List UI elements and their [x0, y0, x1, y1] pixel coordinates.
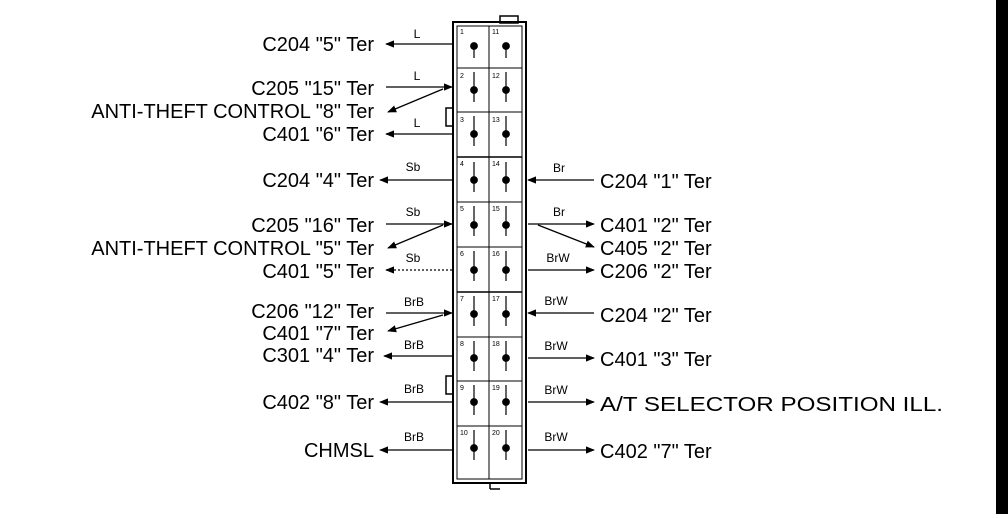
pin-dot [470, 444, 478, 452]
pin-number: 14 [492, 161, 500, 168]
terminal-label: C402 "8" Ter [262, 392, 374, 414]
pin-number: 2 [460, 73, 464, 80]
pin-number: 18 [492, 341, 500, 348]
pin-dot [470, 86, 478, 94]
wire-color-code: Sb [406, 205, 421, 219]
wire-color-code: BrB [404, 295, 424, 309]
terminal-label: C206 "12" Ter [251, 301, 374, 323]
wire [537, 224, 595, 248]
pin-dot [502, 221, 510, 229]
wire-color-code: BrW [544, 294, 568, 308]
wire-color-code: L [414, 69, 421, 83]
pin-dot [470, 221, 478, 229]
pin-dot [470, 310, 478, 318]
wire-color-code: BrB [404, 338, 424, 352]
wire-color-code: Br [553, 205, 565, 219]
terminal-label: C204 "4" Ter [262, 170, 374, 192]
pin-number: 10 [460, 430, 468, 437]
pin-number: 12 [492, 73, 500, 80]
pin-number: 15 [492, 206, 500, 213]
terminal-label: C301 "4" Ter [262, 345, 374, 367]
wire-color-code: BrB [404, 430, 424, 444]
connector [445, 15, 527, 490]
pin-number: 8 [460, 341, 464, 348]
pin-dot [470, 176, 478, 184]
pin-dot [470, 398, 478, 406]
wire-color-code: L [414, 27, 421, 41]
terminal-label: C401 "3" Ter [600, 349, 712, 371]
pin-number: 20 [492, 430, 500, 437]
pin-dot [502, 86, 510, 94]
pin-dot [502, 42, 510, 50]
terminal-label: A/T SELECTOR POSITION ILL. [600, 394, 943, 416]
pin-dot [470, 266, 478, 274]
wire [387, 224, 444, 249]
wire-color-code: BrW [544, 430, 568, 444]
terminal-label: C204 "2" Ter [600, 305, 712, 327]
pin-number: 16 [492, 251, 500, 258]
pin-number: 1 [460, 29, 464, 36]
wire-color-code: BrB [404, 382, 424, 396]
terminal-label: C204 "5" Ter [262, 34, 374, 56]
pin-dot [502, 354, 510, 362]
terminal-label: ANTI-THEFT CONTROL "5" Ter [91, 238, 374, 260]
terminal-label: C401 "7" Ter [262, 323, 374, 345]
terminal-label: C204 "1" Ter [600, 171, 712, 193]
wire [387, 88, 444, 113]
wire [387, 314, 444, 333]
wire-color-code: BrW [544, 383, 568, 397]
wire-color-code: Sb [406, 160, 421, 174]
pin-number: 7 [460, 296, 464, 303]
wire-color-code: BrW [544, 339, 568, 353]
pin-dot [502, 266, 510, 274]
pin-number: 9 [460, 385, 464, 392]
pin-number: 6 [460, 251, 464, 258]
terminal-label: ANTI-THEFT CONTROL "8" Ter [91, 101, 374, 123]
pin-number: 5 [460, 206, 464, 213]
terminal-label: C401 "2" Ter [600, 215, 712, 237]
pin-dot [502, 398, 510, 406]
wire-color-code: Br [553, 161, 565, 175]
pin-dot [470, 354, 478, 362]
pin-number: 19 [492, 385, 500, 392]
terminal-label: C206 "2" Ter [600, 261, 712, 283]
terminal-label: C401 "5" Ter [262, 261, 374, 283]
terminal-label: CHMSL [304, 440, 374, 462]
pin-dot [502, 310, 510, 318]
pin-number: 13 [492, 117, 500, 124]
pin-number: 3 [460, 117, 464, 124]
pin-number: 4 [460, 161, 464, 168]
pin-dot [470, 42, 478, 50]
pin-dot [502, 130, 510, 138]
pin-dot [502, 444, 510, 452]
image-border [996, 0, 1008, 514]
terminal-label: C205 "16" Ter [251, 215, 374, 237]
pin-number: 11 [492, 29, 499, 36]
pin-dot [470, 130, 478, 138]
pin-number: 17 [492, 296, 500, 303]
wire-color-code: Sb [406, 251, 421, 265]
wire-color-code: BrW [546, 251, 570, 265]
terminal-label: C405 "2" Ter [600, 238, 712, 260]
terminal-label: C402 "7" Ter [600, 441, 712, 463]
terminal-label: C205 "15" Ter [251, 78, 374, 100]
pin-dot [502, 176, 510, 184]
wire-color-code: L [414, 116, 421, 130]
terminal-label: C401 "6" Ter [262, 124, 374, 146]
